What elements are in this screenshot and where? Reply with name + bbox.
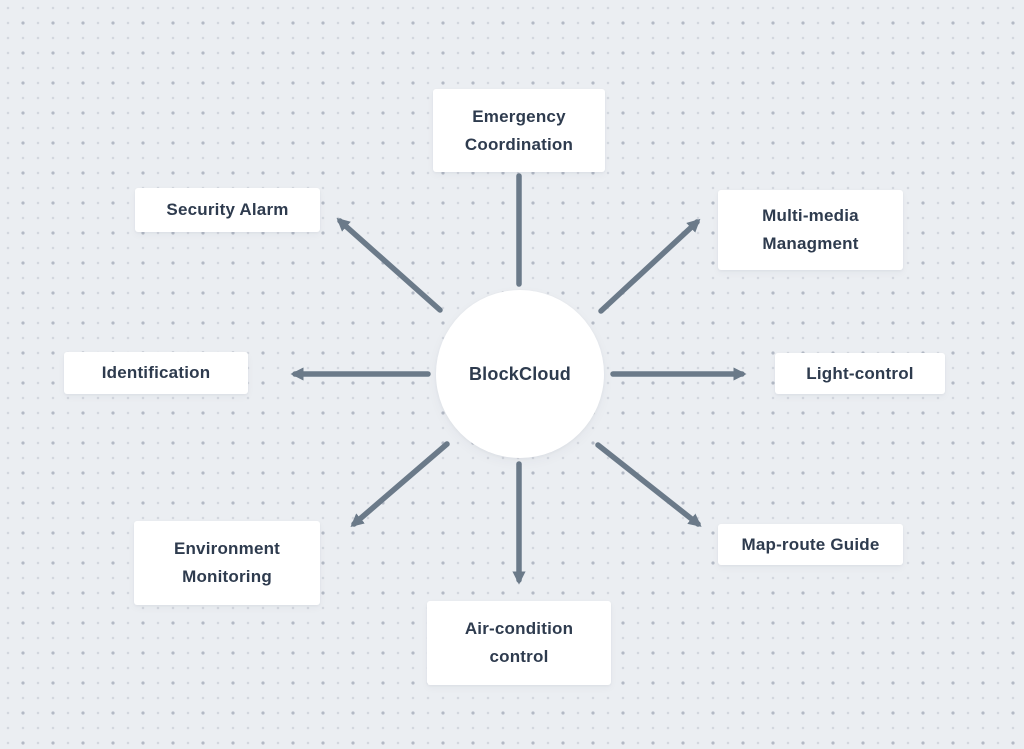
node-label: Environment Monitoring xyxy=(173,539,281,586)
node-multi-media-managment: Multi-media Managment xyxy=(718,190,903,270)
arrow-top-right xyxy=(598,218,701,314)
node-environment-monitoring: Environment Monitoring xyxy=(134,521,320,605)
node-label: Map-route Guide xyxy=(741,534,880,554)
node-label: Identification xyxy=(101,363,211,382)
arrow-bottom-right xyxy=(595,442,702,527)
node-label: Light-control xyxy=(806,363,914,383)
hub-label: BlockCloud xyxy=(468,363,571,384)
node-label: Air-condition control xyxy=(464,619,574,666)
node-light-control: Light-control xyxy=(775,353,945,394)
node-emergency-coordination: Emergency Coordination xyxy=(433,89,605,172)
node-air-condition-control: Air-condition control xyxy=(427,601,611,685)
arrow-top-left xyxy=(336,217,443,313)
hub-blockcloud: BlockCloud xyxy=(436,290,604,458)
node-label: Multi-media Managment xyxy=(762,206,859,253)
arrow-bottom-left xyxy=(350,441,450,528)
node-label: Security Alarm xyxy=(166,200,289,219)
node-label: Emergency Coordination xyxy=(464,106,574,154)
node-map-route-guide: Map-route Guide xyxy=(718,524,903,565)
node-security-alarm: Security Alarm xyxy=(135,188,320,232)
node-identification: Identification xyxy=(64,352,248,394)
